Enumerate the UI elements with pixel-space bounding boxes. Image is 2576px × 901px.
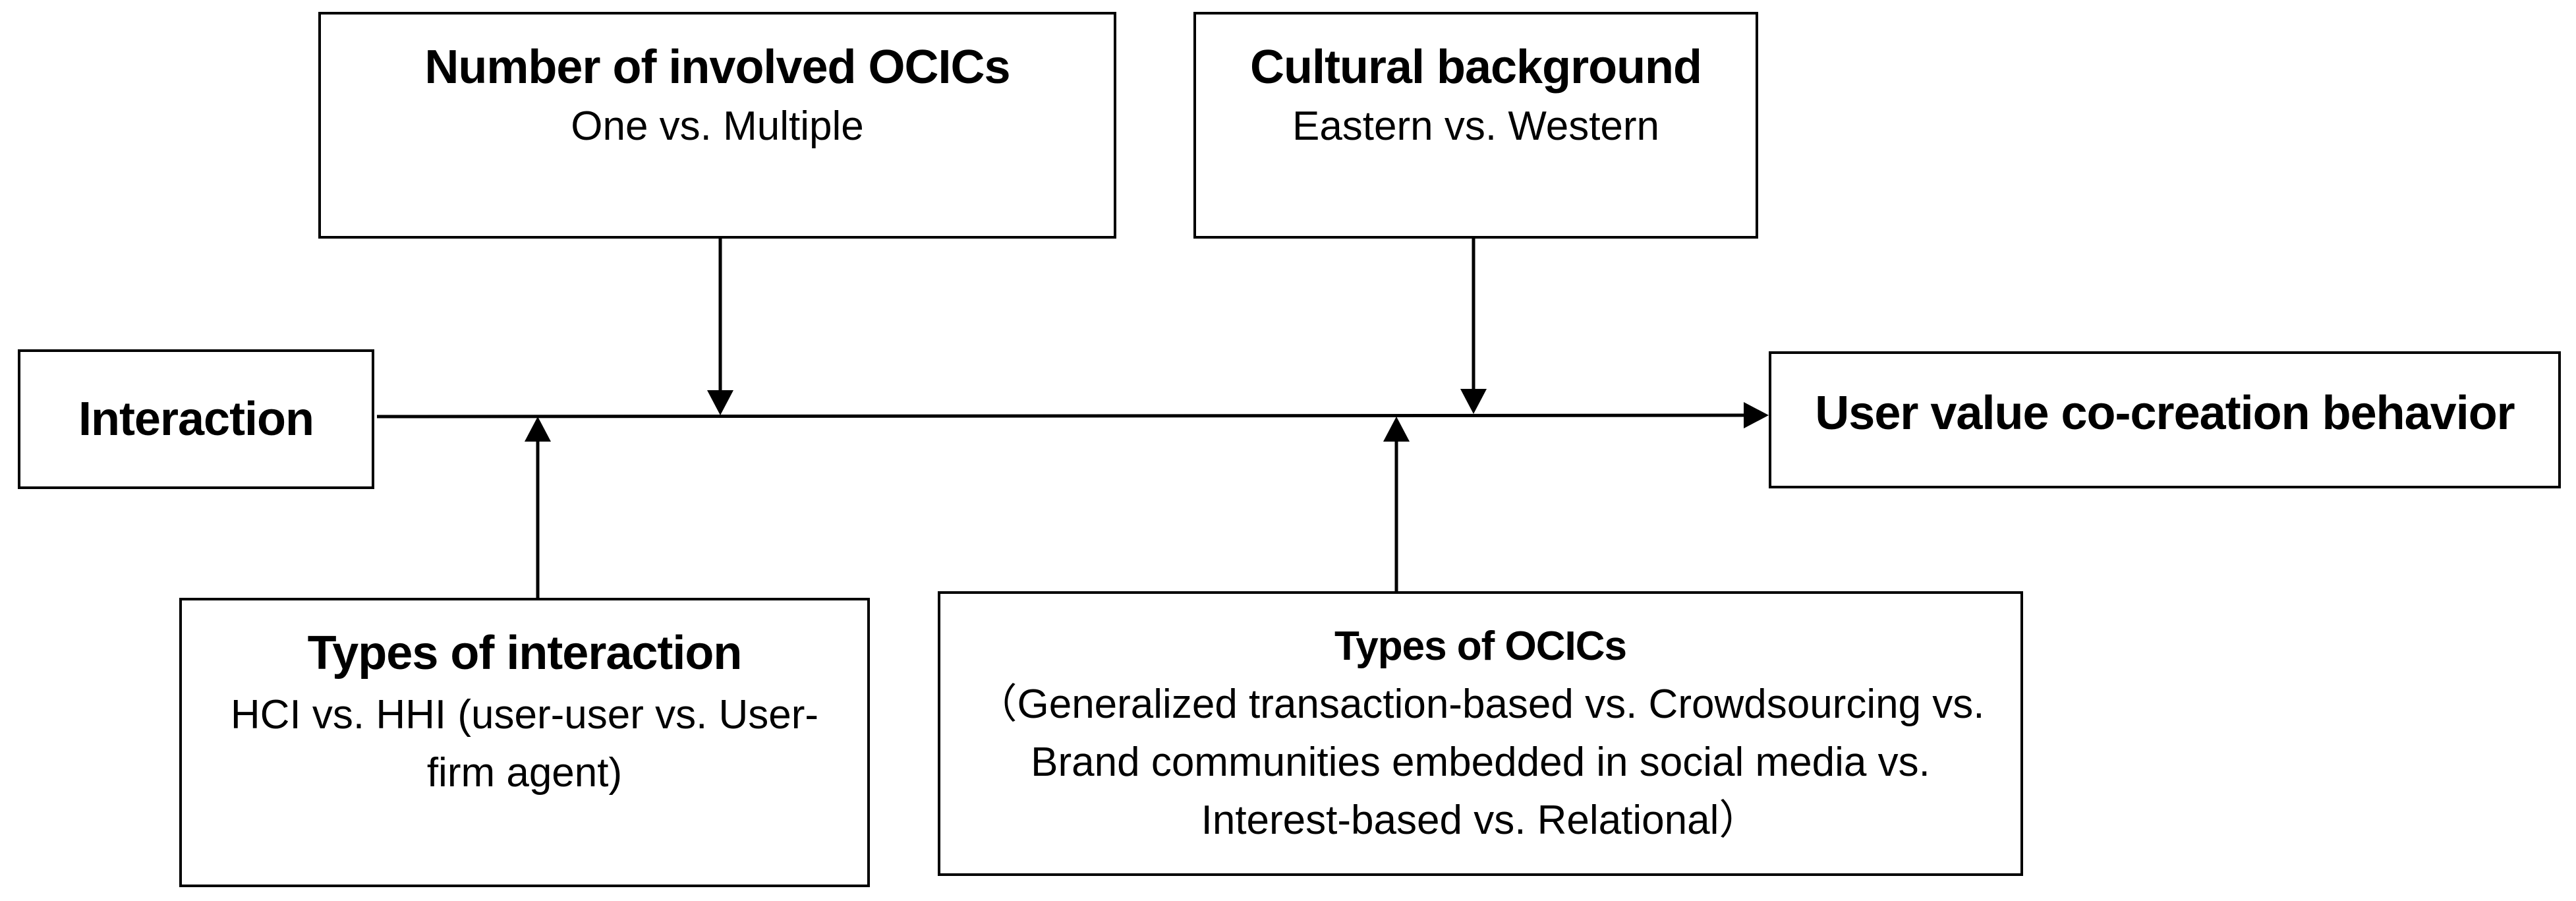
user-value-co-creation-box: User value co-creation behavior [1769,351,2561,488]
types-of-interaction-title: Types of interaction [307,627,743,680]
cultural-background-title: Cultural background [1249,41,1702,94]
main-path-arrowhead [1744,402,1769,428]
types-interaction-arrowhead [525,417,551,442]
interaction-title: Interaction [78,393,314,446]
number-of-ocics-title: Number of involved OCICs [424,41,1010,94]
number-of-ocics-subtitle: One vs. Multiple [571,103,864,149]
number-ocics-arrowhead [707,390,733,415]
cultural-background-box: Cultural background Eastern vs. Western [1193,12,1758,239]
types-of-interaction-subtitle: HCI vs. HHI (user-user vs. User-firm age… [230,692,819,796]
number-of-ocics-box: Number of involved OCICs One vs. Multipl… [318,12,1116,239]
types-of-ocics-box: Types of OCICs （Generalized transaction-… [938,591,2023,876]
types-of-ocics-subtitle: （Generalized transaction-based vs. Crowd… [976,682,1985,843]
cultural-arrowhead [1460,389,1487,414]
main-path-line [376,413,1747,419]
types-ocics-arrowhead [1383,417,1410,442]
interaction-box: Interaction [18,349,374,489]
cultural-background-subtitle: Eastern vs. Western [1292,103,1660,149]
user-value-co-creation-title: User value co-creation behavior [1815,387,2515,440]
types-of-ocics-title: Types of OCICs [1334,624,1627,669]
types-of-interaction-box: Types of interaction HCI vs. HHI (user-u… [179,598,870,887]
